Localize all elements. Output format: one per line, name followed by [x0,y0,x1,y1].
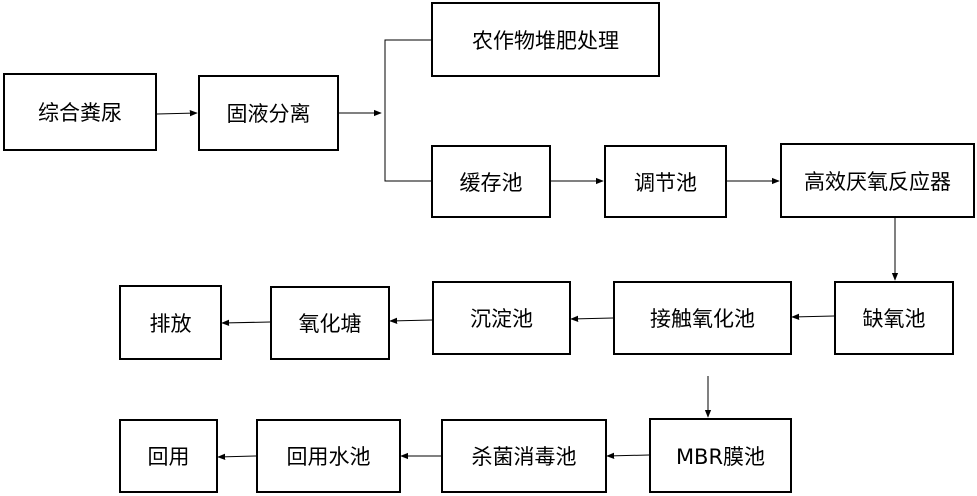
node-reuse: 回用 [119,419,218,493]
node-anoxic-tank: 缺氧池 [834,281,954,355]
arrow-sedimentation-to-oxidation [389,317,433,325]
node-anaerobic-reactor: 高效厌氧反应器 [780,143,975,218]
node-composite-manure: 综合粪尿 [3,73,157,151]
node-disinfection-tank: 杀菌消毒池 [441,419,607,493]
node-mbr-tank: MBR膜池 [649,418,792,493]
branch-connector [384,39,431,182]
node-sedimentation-tank: 沉淀池 [432,281,571,355]
node-crop-composting: 农作物堆肥处理 [431,2,660,77]
arrow-oxidation-to-discharge [221,319,271,327]
node-regulating-tank: 调节池 [604,145,727,218]
node-solid-liquid-separation: 固液分离 [198,75,339,151]
arrow-reuse-tank-to-reuse [217,453,257,461]
node-discharge: 排放 [119,285,222,360]
node-oxidation-pond: 氧化塘 [270,286,390,360]
arrow-manure-to-separation [156,109,198,117]
arrow-mbr-to-disinfection [606,452,650,460]
arrow-contact-to-sedimentation [570,315,614,323]
node-reuse-water-tank: 回用水池 [256,419,401,493]
arrow-anoxic-to-contact [791,313,835,321]
node-contact-oxidation-tank: 接触氧化池 [613,281,792,355]
node-buffer-tank: 缓存池 [431,145,551,218]
